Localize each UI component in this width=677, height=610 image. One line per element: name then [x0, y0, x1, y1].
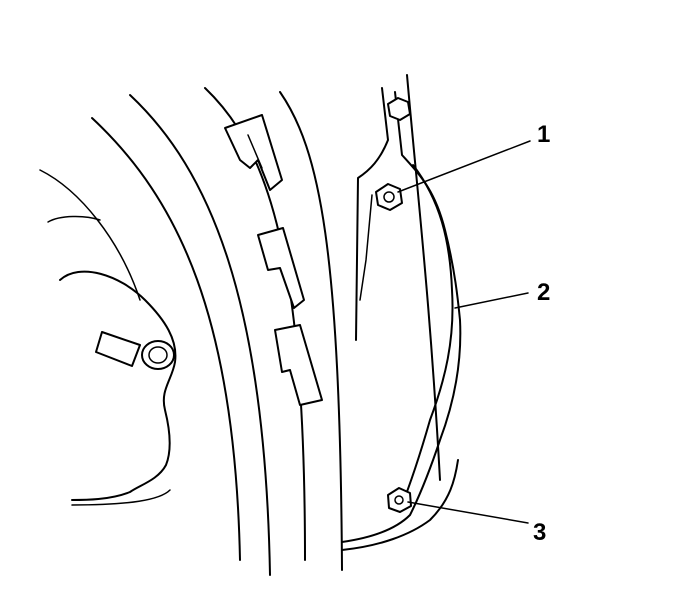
bolt-3 [387, 487, 412, 513]
callout-3-label: 3 [533, 519, 546, 546]
embossed-lettering [224, 114, 323, 406]
bolt-1 [375, 183, 403, 211]
bolt-top [387, 97, 411, 121]
brake-shield [341, 74, 462, 551]
leader-lines [397, 140, 531, 524]
hub-outline [39, 169, 177, 506]
leader-line-3 [407, 501, 529, 524]
leader-line-2 [454, 292, 529, 309]
callout-2-label: 2 [537, 279, 550, 306]
leader-line-1 [397, 140, 531, 193]
wheel-stud [95, 331, 175, 370]
callout-1-label: 1 [537, 121, 550, 148]
